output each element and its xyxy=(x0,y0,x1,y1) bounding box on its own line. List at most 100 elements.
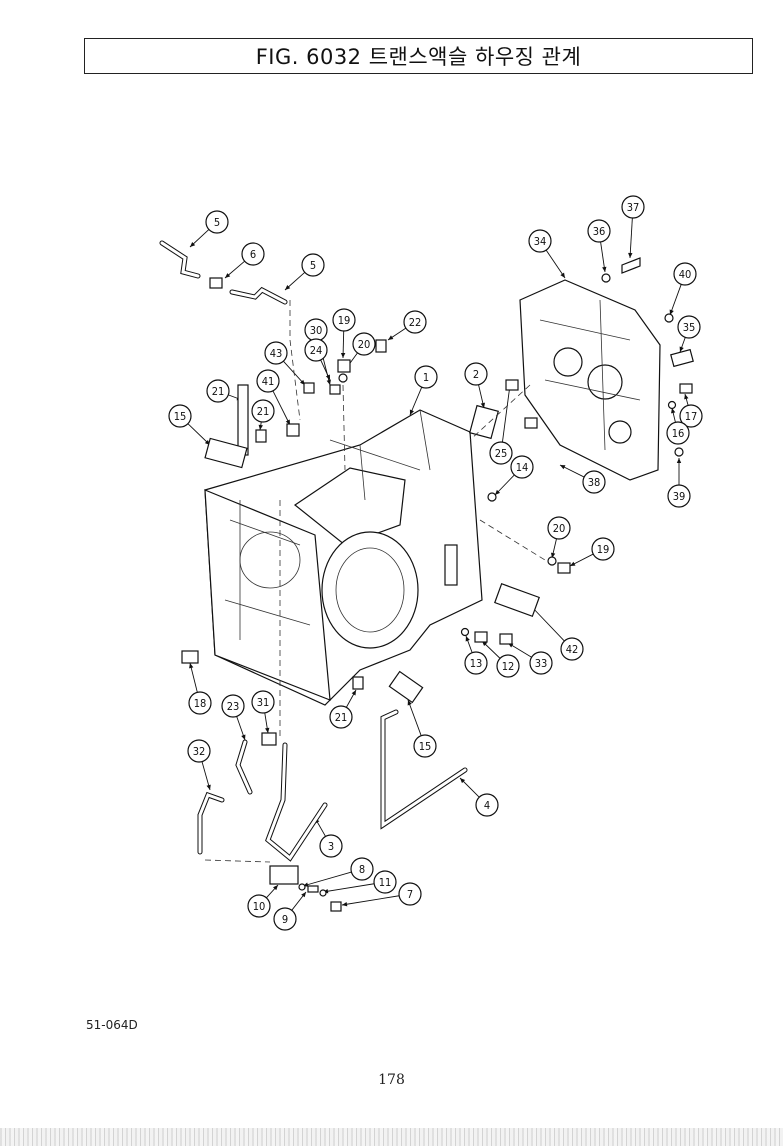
callout-number: 32 xyxy=(193,745,206,758)
side-window xyxy=(444,544,458,586)
callout-number: 2 xyxy=(473,368,479,381)
pin-35 xyxy=(670,348,694,368)
callout-arrowhead xyxy=(669,309,674,315)
callout-number: 8 xyxy=(359,863,365,876)
callout-leader xyxy=(629,217,633,259)
callout-circle xyxy=(529,651,553,675)
callout-number: 20 xyxy=(553,522,566,535)
callout-19: 19 xyxy=(591,537,615,561)
callout-circle xyxy=(666,421,690,445)
callout-7: 7 xyxy=(398,882,422,906)
callout-circle xyxy=(587,219,611,243)
callout-circle xyxy=(205,210,229,234)
callout-6: 6 xyxy=(241,242,265,266)
callout-arrowhead xyxy=(241,734,246,740)
callout-number: 20 xyxy=(358,338,371,351)
dowel-25a xyxy=(505,379,519,391)
washer-36 xyxy=(601,273,611,283)
callout-circle xyxy=(373,870,397,894)
callout-circle xyxy=(256,369,280,393)
callout-10: 10 xyxy=(247,894,271,918)
callout-arrowhead xyxy=(265,727,270,733)
callout-leader xyxy=(322,883,375,893)
callout-number: 35 xyxy=(683,321,696,334)
plug-19-right xyxy=(557,562,571,574)
callout-arrowhead xyxy=(679,346,684,352)
callout-circle xyxy=(414,365,438,389)
callout-circle xyxy=(273,907,297,931)
callout-number: 6 xyxy=(250,248,256,261)
callout-circle xyxy=(547,516,571,540)
seat-11 xyxy=(319,889,327,897)
fitting-21-upper xyxy=(255,429,267,443)
callout-5: 5 xyxy=(205,210,229,234)
callout-circle xyxy=(464,362,488,386)
callout-leader xyxy=(407,699,422,736)
callout-arrowhead xyxy=(495,489,501,495)
callout-42: 42 xyxy=(560,637,584,661)
callout-arrowhead xyxy=(460,778,466,784)
callout-number: 39 xyxy=(673,490,686,503)
housing-bore xyxy=(321,531,419,649)
callout-40: 40 xyxy=(673,262,697,286)
callout-leader xyxy=(409,386,423,416)
callout-circle xyxy=(591,537,615,561)
callout-leader xyxy=(302,871,352,887)
callout-circle xyxy=(168,404,192,428)
callout-number: 10 xyxy=(253,900,266,913)
callout-circle xyxy=(560,637,584,661)
callout-circle xyxy=(489,441,513,465)
callout-arrowhead xyxy=(570,561,576,566)
oring-20-top xyxy=(338,373,348,383)
pipe-3 xyxy=(265,742,328,862)
callout-5: 5 xyxy=(301,253,325,277)
callout-number: 1 xyxy=(423,371,429,384)
callout-circle xyxy=(582,470,606,494)
rear-cover-bore-lower xyxy=(608,420,632,444)
callout-leader xyxy=(189,662,198,693)
callout-20: 20 xyxy=(547,516,571,540)
callout-number: 3 xyxy=(328,840,334,853)
callout-arrowhead xyxy=(465,636,470,642)
valve-block-10 xyxy=(269,865,299,885)
plug-12 xyxy=(474,631,488,643)
washer-40 xyxy=(664,313,674,323)
callout-arrowhead xyxy=(258,424,263,430)
callout-circle xyxy=(352,332,376,356)
callout-circle xyxy=(304,338,328,362)
callout-arrowhead xyxy=(671,408,676,414)
callout-arrowhead xyxy=(326,379,331,385)
callout-arrowhead xyxy=(602,266,607,272)
callout-41: 41 xyxy=(256,369,280,393)
callout-circle xyxy=(528,229,552,253)
callout-arrowhead xyxy=(206,784,211,790)
fitting-33 xyxy=(499,633,513,645)
callout-number: 23 xyxy=(227,700,240,713)
callout-leader xyxy=(341,895,400,906)
page-number: 178 xyxy=(378,1072,405,1088)
callout-circle xyxy=(264,341,288,365)
callout-15: 15 xyxy=(168,404,192,428)
callout-circle xyxy=(667,484,691,508)
callout-arrowhead xyxy=(407,700,412,706)
callout-circle xyxy=(247,894,271,918)
callout-8: 8 xyxy=(350,857,374,881)
callout-number: 12 xyxy=(502,660,515,673)
callout-number: 15 xyxy=(174,410,187,423)
washer-16 xyxy=(667,400,677,410)
callout-leader xyxy=(545,249,566,279)
callout-arrowhead xyxy=(560,272,565,278)
callout-23: 23 xyxy=(221,694,245,718)
callout-number: 41 xyxy=(262,375,275,388)
callout-14: 14 xyxy=(510,455,534,479)
callout-leader xyxy=(669,284,682,316)
callout-circle xyxy=(221,694,245,718)
callout-19: 19 xyxy=(332,308,356,332)
tag-42 xyxy=(494,582,540,618)
callout-circle xyxy=(329,705,353,729)
callout-arrowhead xyxy=(340,352,346,358)
callout-circle xyxy=(319,834,343,858)
callout-38: 38 xyxy=(582,470,606,494)
callout-15: 15 xyxy=(413,734,437,758)
callout-circle xyxy=(621,195,645,219)
